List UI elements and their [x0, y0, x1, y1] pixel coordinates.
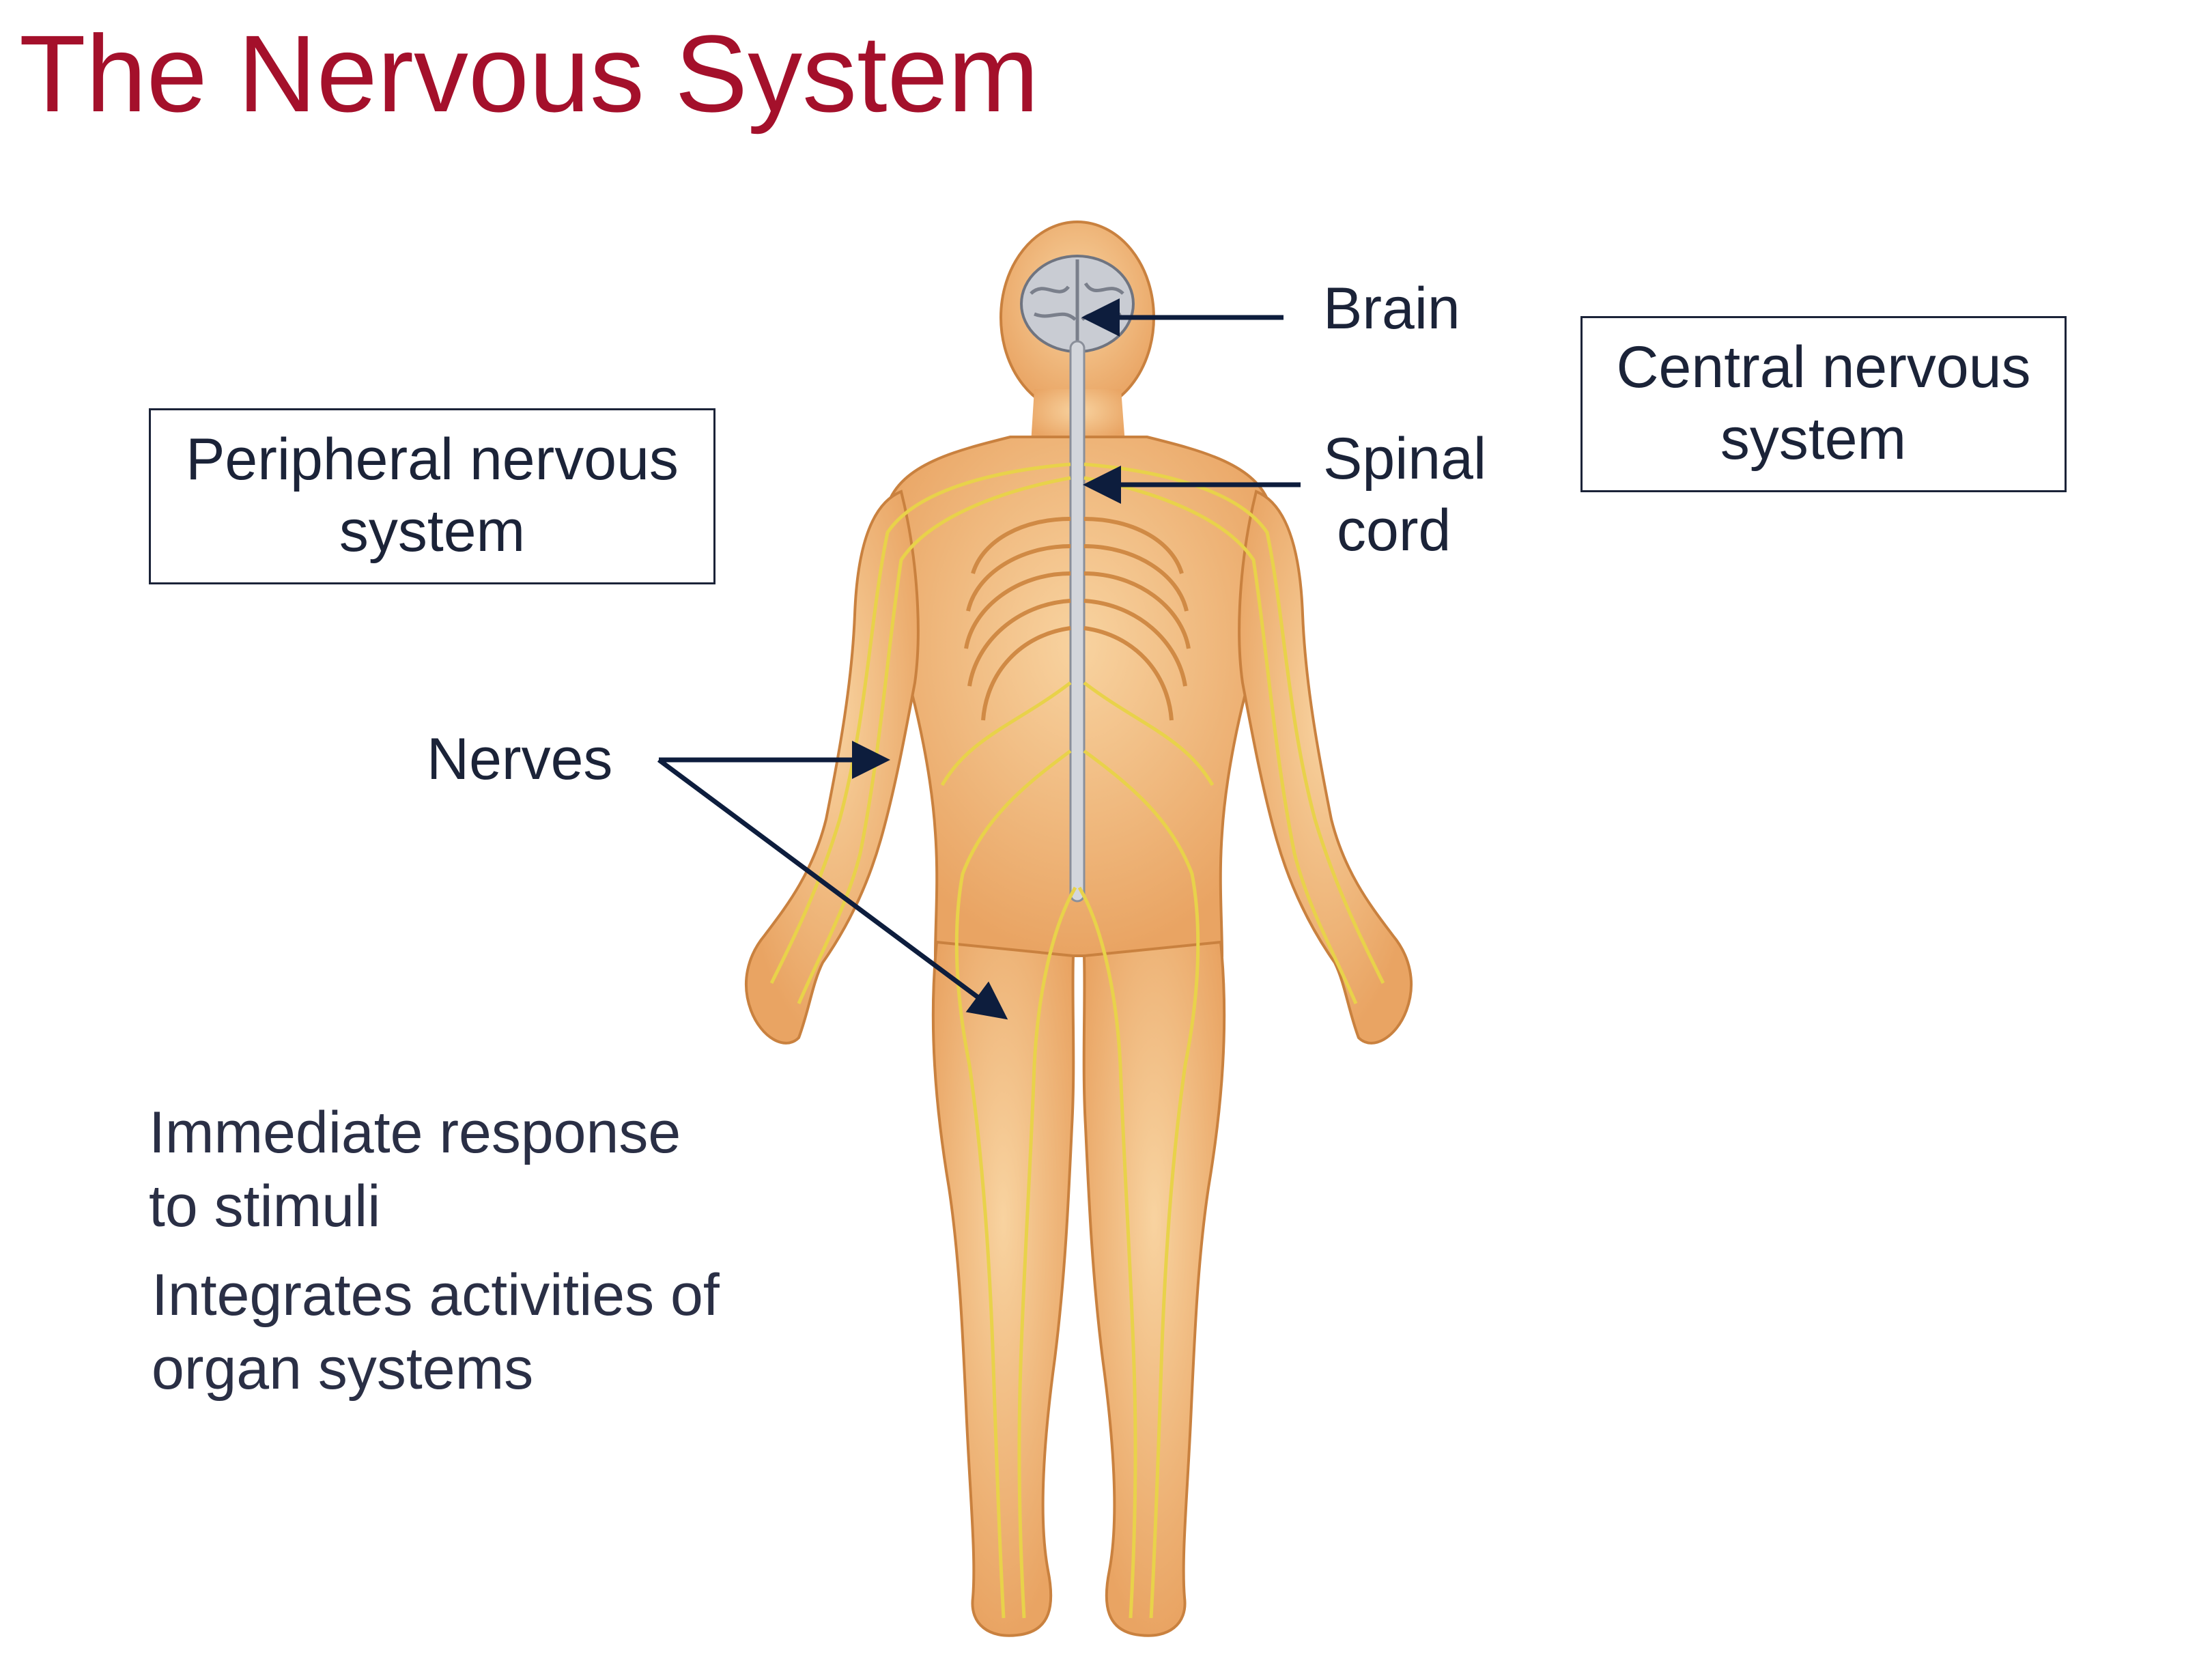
note-2-line2: organ systems: [152, 1336, 534, 1402]
right-leg: [1082, 940, 1226, 1637]
nerves-label-text: Nerves: [427, 726, 613, 792]
human-body: [744, 221, 1413, 1637]
nerves-label: Nerves: [427, 724, 612, 795]
central-box-line2: system: [1720, 406, 1907, 472]
right-arm: [1238, 490, 1413, 1045]
brain-label-text: Brain: [1323, 276, 1460, 341]
central-box-line1: Central nervous: [1616, 335, 2031, 400]
nerves-arrow-leg: [657, 758, 1008, 1020]
slide-title: The Nervous System: [19, 12, 1039, 134]
peripheral-nervous-system-box: Peripheral nervous system: [149, 408, 715, 584]
left-arm: [744, 490, 920, 1045]
spinal-cord-label-line2: cord: [1337, 497, 1451, 563]
brain-label: Brain: [1323, 273, 1460, 345]
brain-illustration: [1020, 255, 1135, 353]
peripheral-box-line2: system: [339, 498, 526, 564]
central-nervous-system-box: Central nervous system: [1580, 316, 2067, 492]
pointer-arrows: [657, 298, 1301, 1020]
spinal-cord-label: Spinal cord: [1323, 423, 1486, 567]
ribcage: [964, 517, 1191, 721]
left-leg: [931, 940, 1075, 1637]
note-1-line1: Immediate response: [149, 1100, 681, 1165]
note-integrates-activities: Integrates activities of organ systems: [152, 1258, 720, 1406]
spinal-cord-label-line1: Spinal: [1323, 426, 1487, 492]
note-1-line2: to stimuli: [149, 1174, 381, 1240]
peripheral-box-line1: Peripheral nervous: [186, 427, 679, 492]
note-immediate-response: Immediate response to stimuli: [149, 1096, 681, 1244]
spinal-cord-illustration: [1069, 340, 1086, 903]
note-2-line1: Integrates activities of: [152, 1262, 720, 1328]
